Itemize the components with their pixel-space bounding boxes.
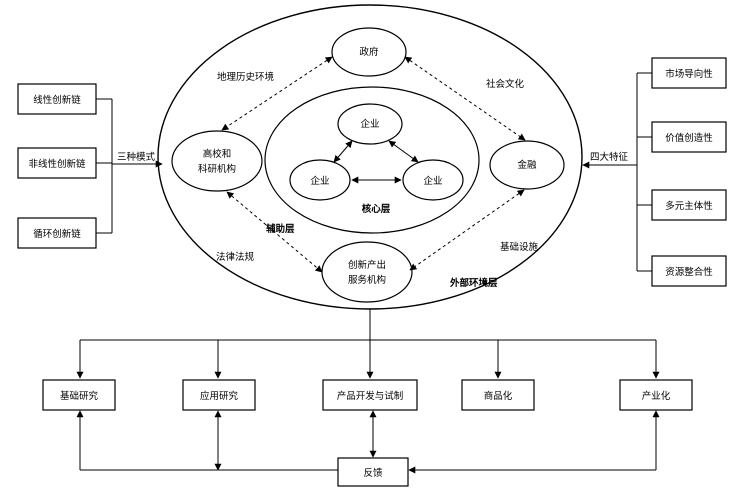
value-creation-label: 价值创造性 (665, 132, 713, 144)
service-label-line1: 创新产出 (348, 259, 386, 271)
enterprise-right-label: 企业 (423, 175, 442, 187)
linear-chain-box (17, 83, 97, 115)
service-label-line2: 服务机构 (348, 274, 386, 286)
service-institution-node (321, 241, 413, 303)
core-arrow-top-left (333, 140, 353, 163)
resource-integration-box (651, 255, 727, 287)
enterprise-left-label: 企业 (310, 175, 329, 187)
four-features-label: 四大特征 (590, 151, 629, 163)
stage-basic-research-box (42, 379, 116, 411)
infrastructure-label: 基础设施 (500, 241, 539, 253)
feedback-box (337, 457, 409, 487)
nonlinear-chain-label: 非线性创新链 (28, 158, 86, 170)
multi-subject-box (651, 189, 727, 221)
stage-industrialization-label: 产业化 (642, 390, 671, 402)
three-modes-label: 三种模式 (117, 151, 156, 163)
university-node (171, 130, 263, 192)
law-label: 法律法规 (216, 251, 255, 263)
circular-chain-label: 循环创新链 (33, 228, 81, 240)
value-creation-box (651, 121, 727, 153)
right-features: 市场导向性 价值创造性 多元主体性 资源整合性 四大特征 (582, 57, 727, 287)
university-label-line1: 高校和 (203, 148, 232, 160)
feedback-label: 反馈 (363, 467, 383, 479)
market-orientation-label: 市场导向性 (665, 68, 713, 80)
stage-product-development-box (322, 379, 418, 411)
dashed-university-service (226, 191, 323, 273)
stage-applied-research-label: 应用研究 (200, 390, 239, 402)
government-label: 政府 (359, 46, 379, 58)
core-layer-label: 核心层 (362, 203, 391, 215)
dashed-finance-service (409, 189, 525, 271)
stage-product-development-label: 产品开发与试制 (337, 390, 404, 402)
stage-industrialization-box (619, 379, 693, 411)
enterprise-top-label: 企业 (360, 118, 379, 130)
university-label-line2: 科研机构 (198, 163, 236, 175)
geography-history-label: 地理历史环境 (217, 71, 275, 83)
stage-basic-research-label: 基础研究 (60, 390, 99, 402)
market-orientation-box (651, 57, 727, 89)
dashed-gov-finance (404, 56, 526, 141)
stage-commercialization-box (461, 379, 535, 411)
left-chains: 线性创新链 非线性创新链 循环创新链 三种模式 (17, 83, 163, 249)
dashed-gov-university (221, 56, 333, 131)
core-arrow-top-right (388, 140, 419, 163)
external-layer-label: 外部环境层 (449, 277, 498, 289)
social-culture-label: 社会文化 (486, 78, 525, 90)
stage-applied-research-box (182, 379, 256, 411)
stage-commercialization-label: 商品化 (484, 390, 513, 402)
government-node (331, 27, 407, 77)
finance-node (489, 140, 565, 190)
linear-chain-label: 线性创新链 (33, 94, 81, 106)
auxiliary-layer-label: 辅助层 (266, 223, 295, 235)
resource-integration-label: 资源整合性 (665, 266, 713, 278)
multi-subject-label: 多元主体性 (665, 200, 713, 212)
finance-label: 金融 (517, 159, 537, 171)
enterprise-top-node (337, 103, 403, 145)
